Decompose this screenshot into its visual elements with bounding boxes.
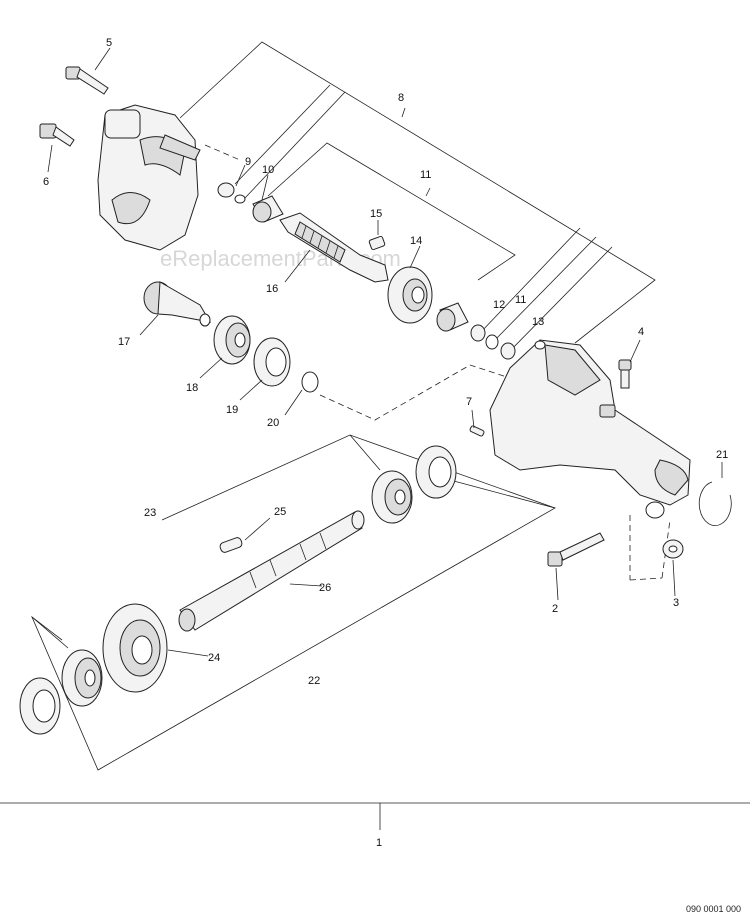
part-washer-13	[500, 342, 516, 360]
part-bolt-2	[547, 532, 605, 567]
callout-4: 4	[638, 326, 644, 338]
part-bushing-11	[252, 195, 284, 223]
part-key-15	[368, 235, 386, 251]
part-seal-19	[253, 337, 291, 387]
callout-9: 9	[245, 156, 251, 168]
callout-23: 23	[144, 507, 156, 519]
part-worm-shaft-16	[279, 212, 389, 283]
part-oring-10	[234, 194, 246, 204]
callout-7: 7	[466, 396, 472, 408]
part-washer-11c	[485, 334, 499, 350]
callout-20: 20	[267, 417, 279, 429]
callout-25: 25	[274, 506, 286, 518]
callout-15: 15	[370, 208, 382, 220]
part-bolt-6	[39, 123, 75, 147]
callout-13: 13	[532, 316, 544, 328]
callout-18: 18	[186, 382, 198, 394]
part-shaft-26	[178, 510, 365, 632]
part-upper-housing	[97, 104, 201, 251]
callout-labels: 5 6 9 10 8 11 15 14 16 12 11 13 17 18 19…	[43, 37, 728, 849]
callout-2: 2	[552, 603, 558, 615]
callout-22: 22	[308, 675, 320, 687]
bracket-lines	[0, 41, 750, 830]
callout-11a: 11	[420, 169, 431, 181]
callout-26: 26	[319, 582, 331, 594]
part-washer-3	[662, 539, 684, 559]
callout-17: 17	[118, 336, 130, 348]
part-key-25	[219, 537, 243, 553]
drawing-code: 090 0001 000	[686, 904, 741, 914]
part-seal-lower-shaft	[19, 677, 61, 735]
part-circlip-21	[698, 481, 732, 526]
part-washer-12	[470, 324, 486, 342]
callout-14: 14	[410, 235, 422, 247]
callout-6: 6	[43, 176, 49, 188]
part-bearing-18	[213, 315, 251, 365]
part-gear-14	[387, 266, 433, 324]
part-seal-upper-shaft	[415, 445, 457, 499]
part-bolt-5	[65, 66, 109, 95]
callout-11b: 11	[515, 294, 526, 306]
part-gearcase-housing	[489, 339, 691, 519]
part-bushing-11b	[436, 302, 469, 332]
callout-10: 10	[262, 164, 274, 176]
part-bearing-lower-shaft	[61, 649, 103, 707]
callout-24: 24	[208, 652, 220, 664]
part-ring-20	[301, 371, 319, 393]
callout-12: 12	[493, 299, 505, 311]
callout-19: 19	[226, 404, 238, 416]
part-washer-9	[217, 182, 235, 198]
part-bolt-4	[618, 359, 632, 389]
callout-16: 16	[266, 283, 278, 295]
part-pin-7	[469, 425, 485, 437]
callout-3: 3	[673, 597, 679, 609]
part-pinion-17	[143, 281, 211, 327]
callout-5: 5	[106, 37, 112, 49]
part-gear-24	[102, 603, 168, 693]
callout-8: 8	[398, 92, 404, 104]
leader-lines	[47, 47, 723, 657]
part-bearing-upper-shaft	[371, 470, 413, 524]
callout-1: 1	[376, 837, 382, 849]
callout-21: 21	[716, 449, 728, 461]
